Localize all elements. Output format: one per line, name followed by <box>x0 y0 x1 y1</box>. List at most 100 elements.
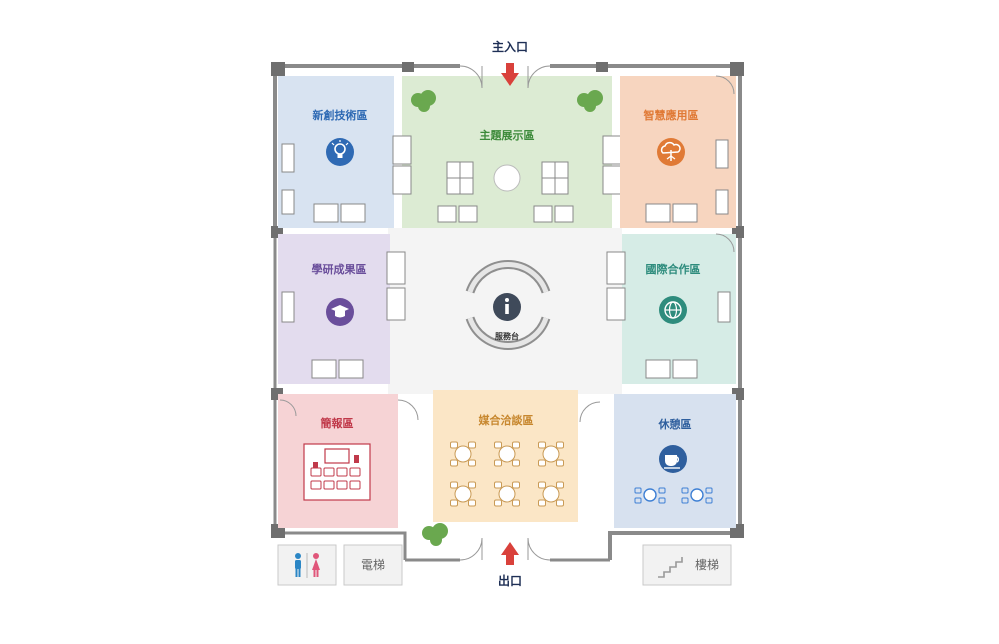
zone-smart-label: 智慧應用區 <box>644 108 699 122</box>
cloud-tree-icon <box>657 138 685 166</box>
chair <box>538 441 546 449</box>
chair <box>512 481 520 489</box>
zone-lounge-label: 休憩區 <box>658 417 692 431</box>
booth-counter <box>645 359 671 379</box>
exit-sign: 出口 <box>498 542 522 588</box>
elevator-label: 電梯 <box>361 558 385 572</box>
doors <box>279 65 735 561</box>
booth-table <box>715 189 729 215</box>
zone-research-label: 學研成果區 <box>312 262 367 276</box>
zone-briefing-label: 簡報區 <box>321 416 354 430</box>
booth-counter <box>311 359 337 379</box>
booth-table <box>281 143 295 173</box>
plant-decoration <box>411 90 603 546</box>
round-table <box>450 441 476 467</box>
chair <box>556 481 564 489</box>
restroom[interactable] <box>277 544 337 586</box>
table-top <box>454 485 472 503</box>
side-panel <box>392 135 412 165</box>
stairs[interactable]: 樓梯 <box>642 544 732 586</box>
booth-table <box>715 139 729 169</box>
chair <box>450 459 458 467</box>
chair <box>556 459 564 467</box>
chair <box>538 499 546 507</box>
chair <box>494 499 502 507</box>
chair <box>494 481 502 489</box>
chair <box>450 481 458 489</box>
round-table <box>494 441 520 467</box>
chair <box>556 499 564 507</box>
table-top <box>542 445 560 463</box>
chair <box>468 441 476 449</box>
booth-counter <box>672 359 698 379</box>
info-icon <box>493 293 521 321</box>
booth-counter <box>458 205 478 223</box>
chair <box>468 481 476 489</box>
table-top <box>542 485 560 503</box>
exit-label: 出口 <box>498 573 522 588</box>
main-entrance-sign: 主入口 <box>492 39 528 86</box>
meeting-tables <box>450 441 564 507</box>
service-desk[interactable]: 服務台 <box>465 259 551 351</box>
booth-counter <box>645 203 671 223</box>
chair <box>494 441 502 449</box>
booth-table <box>281 189 295 215</box>
zone-smart[interactable]: 智慧應用區 <box>620 76 736 228</box>
globe-icon <box>659 296 687 324</box>
table-top <box>498 485 516 503</box>
booth-counter <box>313 203 339 223</box>
zone-international[interactable]: 國際合作區 <box>606 234 736 384</box>
zone-briefing[interactable]: 簡報區 <box>278 394 398 528</box>
chair <box>512 499 520 507</box>
stairs-label: 樓梯 <box>695 557 719 572</box>
side-panel <box>602 165 622 195</box>
side-panel <box>606 287 626 321</box>
chair <box>512 459 520 467</box>
stairs-icon <box>658 557 683 578</box>
table-top <box>454 445 472 463</box>
zone-innovation-label: 新創技術區 <box>313 108 368 122</box>
zone-theme-area <box>402 76 612 228</box>
zone-matchmaking-label: 媒合洽談區 <box>478 413 534 427</box>
booth-counter <box>533 205 553 223</box>
zone-matchmaking[interactable]: 媒合洽談區 <box>433 390 578 522</box>
restroom-icon <box>295 553 320 578</box>
booth-counter <box>554 205 574 223</box>
zone-lounge[interactable]: 休憩區 <box>614 394 736 528</box>
side-panel <box>392 165 412 195</box>
side-panel <box>386 287 406 321</box>
zone-international-label: 國際合作區 <box>646 262 701 276</box>
side-panel <box>606 251 626 285</box>
booth-counter <box>340 203 366 223</box>
elevator[interactable]: 電梯 <box>343 544 403 586</box>
chair <box>494 459 502 467</box>
display-table <box>446 161 569 195</box>
round-table <box>538 441 564 467</box>
lounge-table <box>634 487 666 504</box>
round-table <box>494 481 520 507</box>
chair <box>450 499 458 507</box>
presentation-icon <box>303 443 371 501</box>
chair <box>538 481 546 489</box>
round-display-stand <box>493 164 521 192</box>
booth-counter <box>338 359 364 379</box>
table-top <box>498 445 516 463</box>
zone-innovation[interactable]: 新創技術區 <box>278 76 394 228</box>
chair <box>556 441 564 449</box>
chair <box>538 459 546 467</box>
zone-research[interactable]: 學研成果區 <box>278 234 406 384</box>
graduation-cap-icon <box>326 298 354 326</box>
zone-theme[interactable]: 主題展示區 <box>392 76 622 228</box>
round-table <box>450 481 476 507</box>
chair <box>468 459 476 467</box>
side-panel <box>602 135 622 165</box>
arrow-up-icon <box>501 542 519 565</box>
coffee-icon <box>659 445 687 473</box>
side-panel <box>386 251 406 285</box>
service-desk-label: 服務台 <box>495 331 519 341</box>
chair <box>512 441 520 449</box>
lightbulb-icon <box>326 138 354 166</box>
chair <box>450 441 458 449</box>
